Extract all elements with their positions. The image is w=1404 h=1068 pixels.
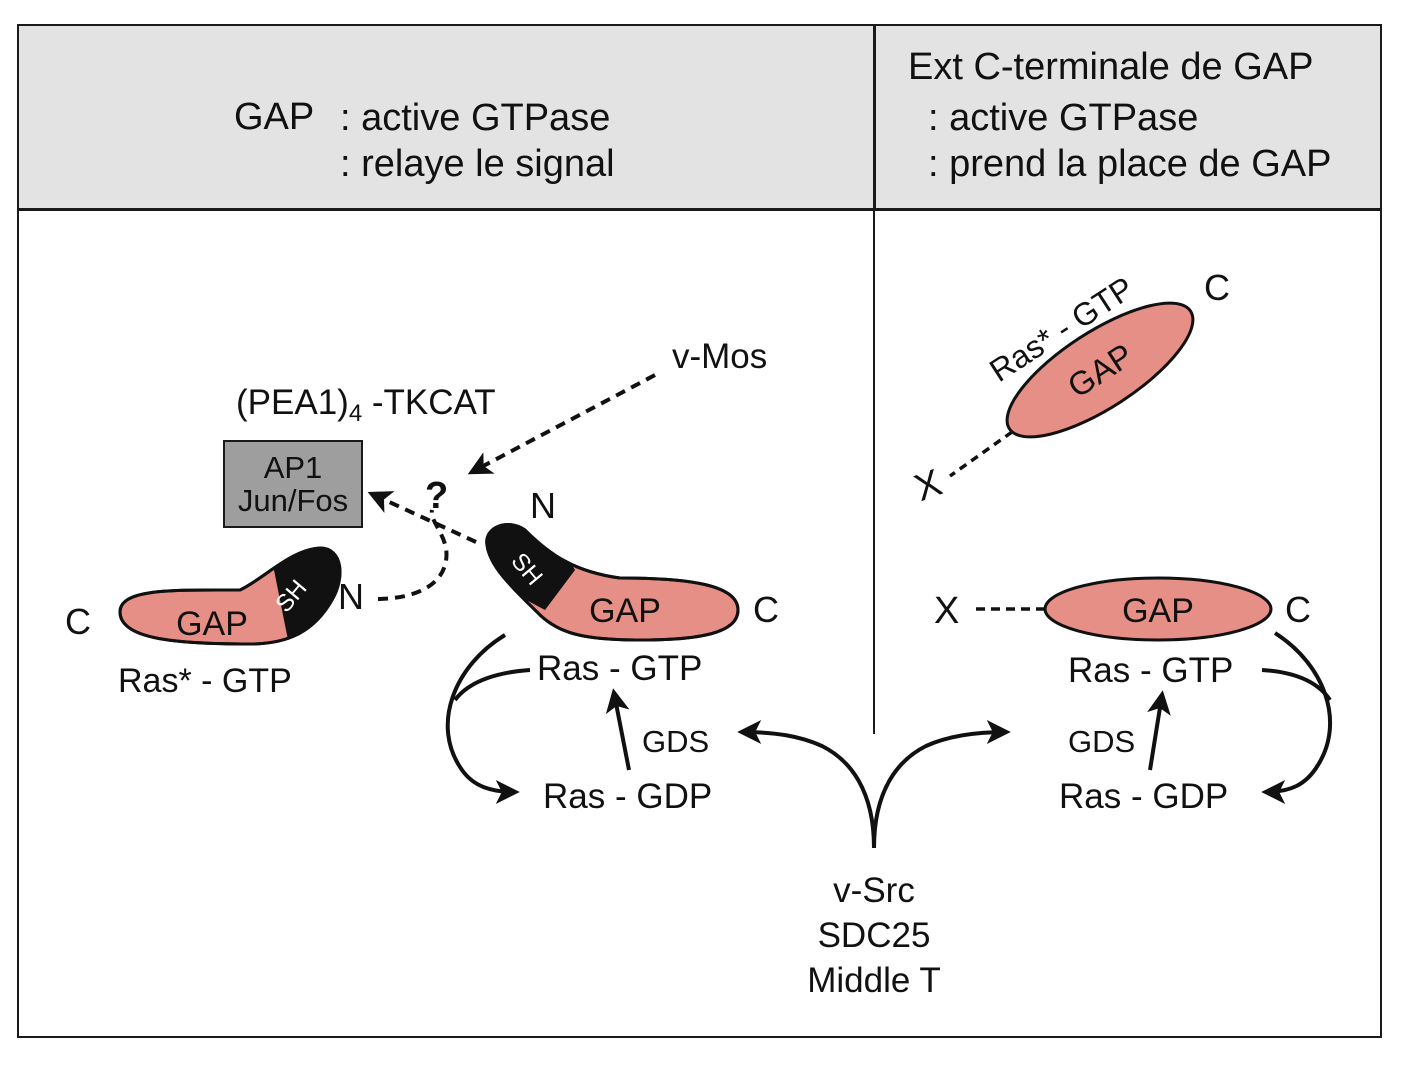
gap-left-label: GAP bbox=[176, 605, 248, 643]
gap-left-c-terminal: C bbox=[65, 601, 91, 642]
panel-column-divider bbox=[873, 210, 875, 734]
gap-right-bottom-body bbox=[1043, 576, 1273, 642]
header-right-line1: : active GTPase bbox=[928, 97, 1199, 139]
gds-arrow-left bbox=[605, 688, 631, 771]
gap-right-top-shape: GAP Ras* - GTP C X bbox=[909, 267, 1230, 510]
ras-gtp-right: Ras - GTP bbox=[1068, 651, 1233, 690]
reporter-label: (PEA1)4 -TKCAT bbox=[236, 383, 496, 427]
x-right-bottom: X bbox=[934, 590, 959, 632]
header-left-line1: : active GTPase bbox=[340, 97, 611, 139]
gtp-hydrolysis-arc-right bbox=[1261, 631, 1333, 804]
ras-star-gtp-left: Ras* - GTP bbox=[118, 662, 292, 700]
v-mos-arrow bbox=[467, 373, 656, 475]
header-left-panel bbox=[17, 24, 875, 210]
gap-left-shape: GAP SH C N Ras* - GTP bbox=[65, 546, 364, 700]
activator-arrow-left bbox=[737, 720, 876, 849]
header-left-gap: GAP bbox=[234, 96, 315, 138]
ras-gtp-left: Ras - GTP bbox=[537, 649, 702, 688]
ras-gdp-right: Ras - GDP bbox=[1059, 777, 1228, 816]
gap-center-c-terminal: C bbox=[753, 589, 779, 630]
gap-right-bottom-label: GAP bbox=[1122, 592, 1194, 630]
activator-arrow-right bbox=[872, 720, 1011, 849]
header-right-panel bbox=[875, 24, 1382, 210]
activator-sdc25: SDC25 bbox=[818, 916, 931, 955]
gtp-hydrolysis-arc-left bbox=[445, 633, 520, 804]
question-mark: ? bbox=[425, 475, 448, 517]
header-divider bbox=[17, 208, 1382, 211]
gds-arrow-right bbox=[1147, 690, 1171, 771]
header-left-line2: : relaye le signal bbox=[340, 143, 615, 185]
activator-v-src: v-Src bbox=[833, 871, 915, 910]
header-right-line2: : prend la place de GAP bbox=[928, 143, 1332, 185]
gap-right-top-c-terminal: C bbox=[1204, 267, 1230, 308]
activator-middle-t: Middle T bbox=[807, 961, 941, 1000]
header-right-title: Ext C-terminale de GAP bbox=[908, 46, 1314, 88]
gtp-hydrolysis-inner-left bbox=[453, 668, 531, 702]
gap-center-n-terminal: N bbox=[530, 485, 556, 526]
gds-right: GDS bbox=[1068, 724, 1135, 759]
gap-left-n-terminal: N bbox=[338, 576, 364, 617]
gap-right-top-body bbox=[1005, 301, 1195, 439]
gap-to-ap1-arrow bbox=[367, 491, 477, 544]
ras-gdp-left: Ras - GDP bbox=[543, 777, 712, 816]
header-column-divider bbox=[873, 24, 876, 210]
left-gap-dashed-link bbox=[377, 509, 449, 601]
gap-center-shape: GAP SH N C bbox=[485, 485, 779, 642]
gap-right-top-linker bbox=[948, 430, 1014, 478]
gap-right-bottom-shape: GAP C X bbox=[934, 576, 1311, 642]
v-mos-label: v-Mos bbox=[672, 337, 767, 376]
gds-left: GDS bbox=[642, 724, 709, 759]
diagram-frame bbox=[17, 24, 1382, 1038]
jun-fos-label: Jun/Fos bbox=[237, 483, 349, 518]
ap1-label: AP1 bbox=[263, 450, 323, 485]
gap-right-bottom-c-terminal: C bbox=[1285, 589, 1311, 630]
gap-center-label: GAP bbox=[589, 592, 661, 630]
gtp-hydrolysis-inner-right bbox=[1261, 668, 1332, 702]
x-right-top: X bbox=[909, 462, 947, 510]
ap1-box: AP1 Jun/Fos bbox=[223, 440, 363, 528]
